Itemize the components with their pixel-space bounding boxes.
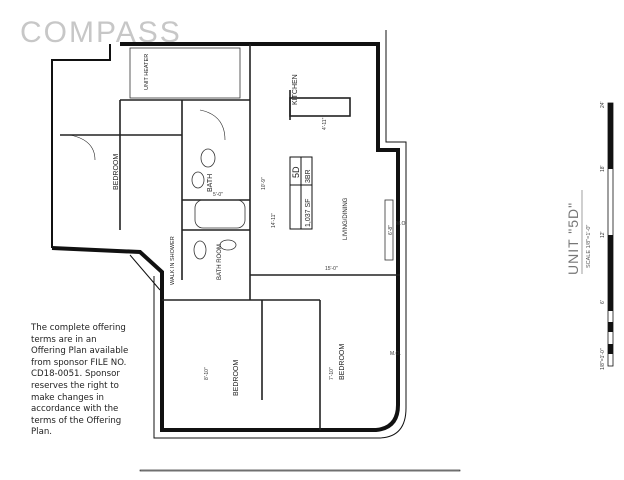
dimension-living-depth: 14'-11" [271, 213, 277, 228]
unit-area: 1,037 SF [305, 199, 312, 227]
scale-label-0: 1/8"=1'-0" [600, 348, 606, 370]
room-label-kitchen: KITCHEN [292, 74, 299, 105]
scale-text: SCALE 1/8"=1'-0" [586, 225, 592, 268]
scale-label-12: 12' [600, 231, 606, 238]
toilet-icon [193, 240, 207, 260]
scale-label-6: 6' [600, 300, 606, 304]
dimension-bedroom-right: 7'-10" [329, 367, 335, 380]
room-label-bath: BATH [207, 174, 214, 192]
room-label-bedroom-3: BEDROOM [339, 344, 346, 380]
sink-icon [219, 239, 237, 251]
label-mo-2: M.O. [390, 351, 401, 357]
scale-bar: 1/8"=1'-0" 6' 12' 18' 24' [600, 101, 614, 370]
room-label-bedroom-1: BEDROOM [113, 154, 120, 190]
room-label-walk-in-shower: WALK IN SHOWER [170, 236, 176, 285]
scale-label-24: 24' [600, 101, 606, 108]
unit-info-box: 5D 1,037 SF 3BR [289, 156, 313, 230]
room-label-bath-room: BATH ROOM [217, 244, 223, 280]
scale-label-18: 18' [600, 165, 606, 172]
unit-title: UNIT "5D" [565, 202, 581, 275]
fixtures [129, 47, 394, 261]
dimension-bedroom-main: 8'-10" [204, 367, 210, 380]
sink-icon [191, 171, 205, 189]
unit-bedrooms: 3BR [305, 169, 312, 183]
room-label-unit-heater: UNIT HEATER [144, 54, 150, 90]
title-block: UNIT "5D" SCALE 1/8"=1'-0" [565, 190, 592, 275]
unit-number: 5D [291, 166, 301, 178]
toilet-icon [200, 148, 216, 168]
unit-heaters [129, 47, 241, 99]
dimension-living-width: 15'-0" [325, 266, 338, 272]
dimension-living-right: 6'-8" [388, 225, 394, 235]
dimension-kitchen: 4'-11" [322, 117, 328, 130]
dimension-bath-depth: 10'-9" [261, 177, 267, 190]
room-label-bedroom-2: BEDROOM [233, 360, 240, 396]
exterior-walls [51, 30, 461, 472]
bathtub-icon [194, 199, 246, 229]
room-label-living-dining: LIVING/DINING [343, 197, 349, 240]
label-mo-1: M.O. [396, 221, 407, 227]
offering-plan-disclaimer: The complete offering terms are in an Of… [31, 323, 129, 438]
dimension-tub: 5'-0" [213, 192, 223, 198]
